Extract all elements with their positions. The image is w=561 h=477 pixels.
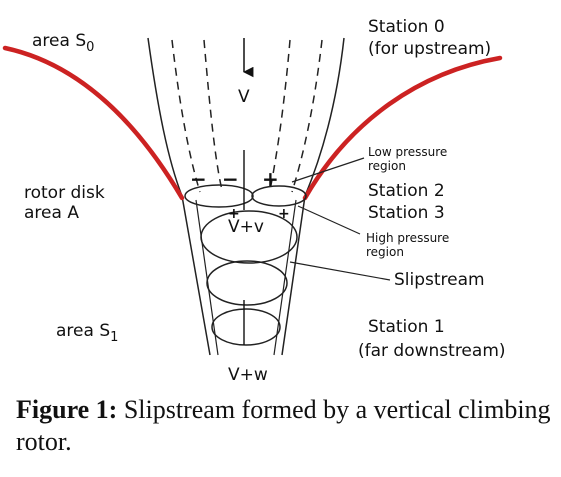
label-rotor-disk-line1: rotor disk: [24, 183, 105, 203]
streamline-left-2: [203, 39, 223, 191]
caption-label: Figure 1:: [16, 395, 118, 424]
label-low-pressure-line1: Low pressure: [368, 145, 447, 159]
label-station0-line1: Station 0: [368, 17, 445, 37]
label-rotor-disk-line2: area A: [24, 203, 79, 223]
label-station1-line2: (far downstream): [358, 341, 506, 361]
leader-high-pressure: [297, 205, 361, 235]
minus-sign-center: −: [222, 167, 239, 191]
caption-text: Slipstream formed by a vertical climbing…: [16, 395, 551, 456]
stream-tube-right-outer: [281, 37, 345, 356]
leader-low-pressure: [291, 157, 365, 183]
plus-sign-below-left: +: [228, 206, 240, 222]
slipstream-inner-left: [195, 199, 219, 356]
label-station0-line2: (for upstream): [368, 39, 491, 59]
streamline-right-2: [269, 39, 291, 191]
label-station1-line1: Station 1: [368, 317, 445, 337]
label-area-s1: area S1: [56, 321, 118, 345]
slipstream-diagram: area S0 Station 0 (for upstream) V Low p…: [2, 17, 506, 385]
label-high-pressure-line1: High pressure: [366, 231, 449, 245]
plus-sign-below-right: +: [278, 206, 290, 222]
minus-sign-left: −: [190, 167, 207, 191]
plus-sign-top: +: [262, 167, 279, 191]
helix-ellipse-1: [200, 210, 298, 264]
streamline-right-1: [291, 39, 323, 193]
label-v-plus-v: V+v: [228, 217, 264, 237]
label-slipstream: Slipstream: [394, 270, 485, 290]
leader-slipstream: [289, 261, 391, 281]
helix-ellipse-2: [206, 260, 288, 306]
label-v-top: V: [238, 87, 250, 107]
label-station2: Station 2: [368, 181, 445, 201]
label-v-plus-w: V+w: [228, 365, 268, 385]
boundary-curve-right: [302, 55, 503, 201]
label-station3: Station 3: [368, 203, 445, 223]
label-area-s0: area S0: [32, 31, 94, 55]
streamline-left-1: [171, 39, 201, 193]
rotor-disk-right-ellipse: [251, 185, 307, 207]
label-low-pressure-line2: region: [368, 159, 406, 173]
boundary-curve-left: [2, 45, 185, 201]
label-high-pressure-line2: region: [366, 245, 404, 259]
helix-ellipse-3: [211, 308, 281, 346]
figure-caption: Figure 1: Slipstream formed by a vertica…: [16, 394, 556, 458]
rotor-disk-left-ellipse: [184, 184, 254, 208]
